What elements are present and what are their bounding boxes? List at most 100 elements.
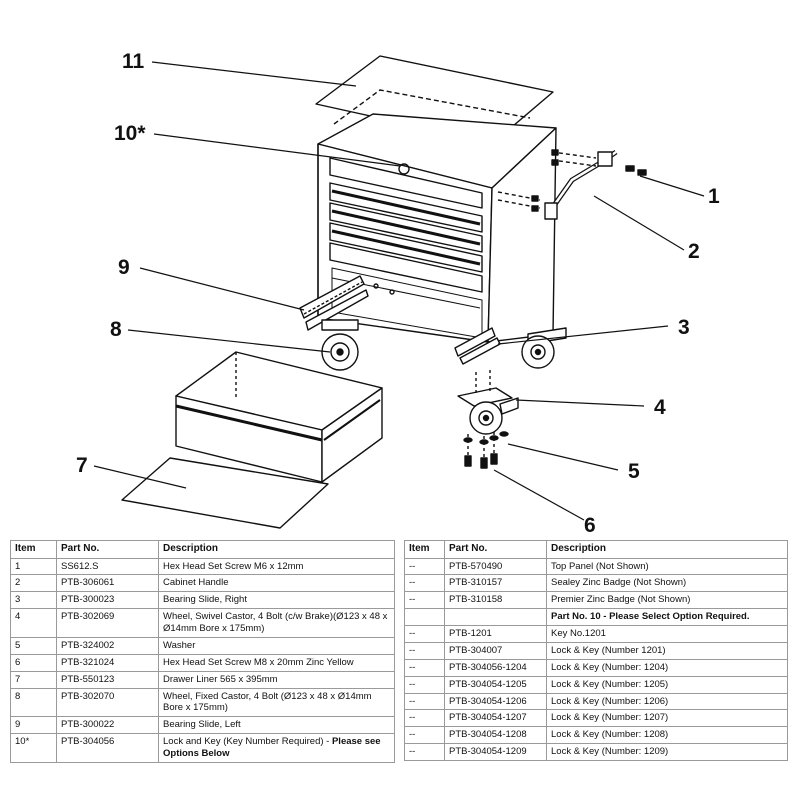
item-cell: --: [404, 675, 445, 694]
description-text: Sealey Zinc Badge (Not Shown): [551, 577, 687, 589]
description-cell: Sealey Zinc Badge (Not Shown): [546, 574, 788, 593]
part-no-cell: PTB-302070: [56, 687, 159, 718]
table-row: --PTB-570490 Top Panel (Not Shown): [404, 557, 788, 576]
description-cell: Premier Zinc Badge (Not Shown): [546, 591, 788, 610]
part-no-cell: [444, 608, 547, 626]
description-note: Part No. 10 - Please Select Option Requi…: [551, 611, 750, 623]
item-cell: --: [404, 557, 445, 576]
part-no-cell: PTB-306061: [56, 574, 159, 593]
callout-5: 5: [628, 460, 640, 483]
description-text: Lock and Key (Key Number Required) -: [163, 736, 332, 748]
description-cell: Lock & Key (Number: 1206): [546, 692, 788, 711]
part-no-cell: PTB-304054-1207: [444, 709, 547, 728]
description-cell: Drawer Liner 565 x 395mm: [158, 670, 395, 689]
callout-10: 10*: [114, 122, 146, 145]
description-cell: Key No.1201: [546, 625, 788, 643]
fixed-castor-part: [321, 319, 359, 371]
description-text: Drawer Liner 565 x 395mm: [163, 673, 278, 685]
part-no-cell: PTB-550123: [56, 670, 159, 689]
description-text: Cabinet Handle: [163, 577, 229, 589]
callout-11: 11: [122, 50, 145, 73]
part-no-cell: PTB-321024: [56, 653, 159, 672]
callout-4: 4: [654, 396, 666, 419]
part-no-cell: SS612.S: [56, 557, 159, 576]
header-item: Item: [404, 540, 445, 559]
description-cell: Cabinet Handle: [158, 574, 395, 593]
item-cell: --: [404, 625, 445, 643]
item-cell: 3: [10, 591, 57, 610]
header-description: Description: [546, 540, 788, 559]
description-text: Bearing Slide, Right: [163, 594, 247, 606]
part-no-cell: PTB-1201: [444, 625, 547, 643]
item-cell: 2: [10, 574, 57, 593]
leader-lines: [93, 61, 705, 521]
description-cell: Washer: [158, 636, 395, 655]
description-cell: Lock & Key (Number: 1208): [546, 726, 788, 745]
description-cell: Lock & Key (Number: 1209): [546, 743, 788, 761]
item-cell: 5: [10, 636, 57, 655]
item-cell: --: [404, 658, 445, 677]
item-cell: 4: [10, 608, 57, 638]
description-cell: Bearing Slide, Left: [158, 716, 395, 735]
description-text: Wheel, Fixed Castor, 4 Bolt (Ø123 x 48 x…: [163, 690, 372, 714]
part-no-cell: PTB-304056: [56, 733, 159, 763]
part-no-cell: PTB-300022: [56, 716, 159, 735]
cabinet-body-part: [317, 113, 557, 343]
description-text: Premier Zinc Badge (Not Shown): [551, 594, 691, 606]
header-item: Item: [10, 540, 57, 559]
item-cell: --: [404, 726, 445, 745]
header-part-no: Part No.: [444, 540, 547, 559]
part-no-cell: PTB-304054-1209: [444, 743, 547, 761]
description-cell: Top Panel (Not Shown): [546, 557, 788, 576]
part-no-cell: PTB-310157: [444, 574, 547, 593]
part-no-cell: PTB-304054-1208: [444, 726, 547, 745]
part-no-cell: PTB-570490: [444, 557, 547, 576]
callout-8: 8: [110, 318, 122, 341]
item-cell: --: [404, 692, 445, 711]
item-cell: 7: [10, 670, 57, 689]
callout-3: 3: [678, 316, 690, 339]
item-cell: 8: [10, 687, 57, 718]
callout-9: 9: [118, 256, 130, 279]
table-row: 10*PTB-304056 Lock and Key (Key Number Re…: [10, 733, 395, 763]
description-text: Hex Head Set Screw M6 x 12mm: [163, 560, 304, 572]
table-row: Part No. 10 - Please Select Option Requi…: [404, 608, 788, 626]
header-description: Description: [158, 540, 395, 559]
description-text: Top Panel (Not Shown): [551, 560, 649, 572]
table-header-row: Item Part No. Description: [10, 540, 395, 559]
item-cell: 10*: [10, 733, 57, 763]
description-cell: Wheel, Swivel Castor, 4 Bolt (c/w Brake)…: [158, 608, 395, 638]
exploded-castor-part: [457, 370, 519, 462]
description-text: Washer: [163, 639, 196, 651]
drawer-liner-part: [121, 457, 329, 529]
part-no-cell: PTB-304007: [444, 641, 547, 660]
item-cell: 1: [10, 557, 57, 576]
part-no-cell: PTB-302069: [56, 608, 159, 638]
description-text: Bearing Slide, Left: [163, 719, 241, 731]
exploded-view-diagram: 11 10* 1 2 9 3 8 4 7 5 6: [76, 50, 720, 535]
cabinet-handle-part: [497, 149, 618, 220]
description-cell: Hex Head Set Screw M8 x 20mm Zinc Yellow: [158, 653, 395, 672]
callout-1: 1: [708, 185, 720, 208]
description-cell: Wheel, Fixed Castor, 4 Bolt (Ø123 x 48 x…: [158, 687, 395, 718]
description-cell: Lock & Key (Number: 1205): [546, 675, 788, 694]
part-no-cell: PTB-324002: [56, 636, 159, 655]
item-cell: 9: [10, 716, 57, 735]
description-cell: Bearing Slide, Right: [158, 591, 395, 610]
